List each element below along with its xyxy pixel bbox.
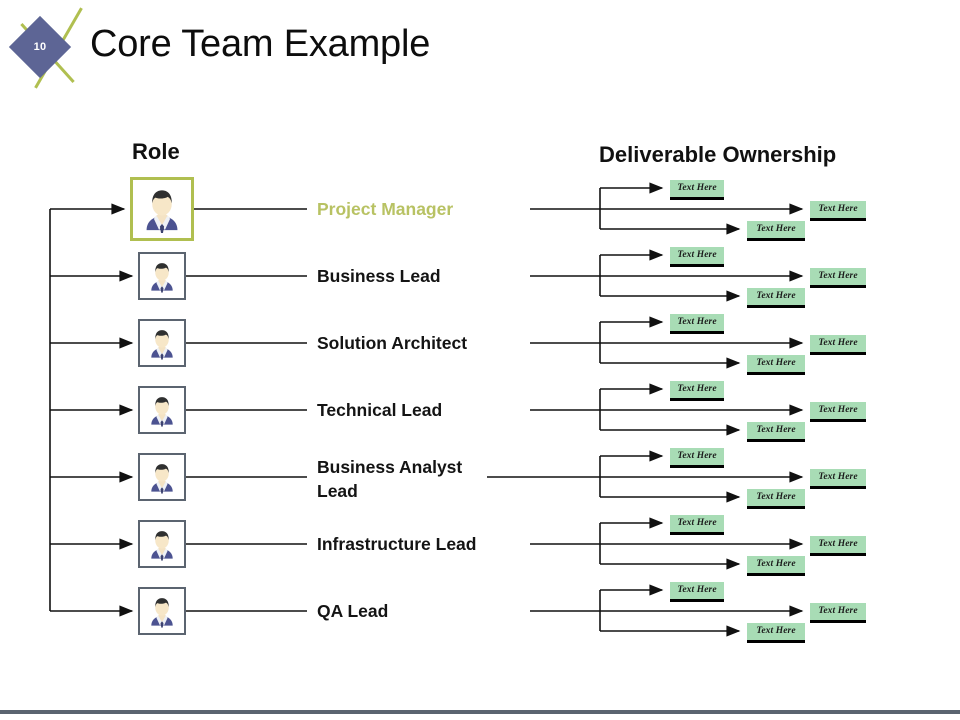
deliverable-chip[interactable]: Text Here <box>747 488 805 506</box>
deliverable-chip-underline <box>747 304 805 308</box>
deliverable-chip-underline <box>670 330 724 334</box>
person-avatar-box[interactable] <box>138 319 186 367</box>
deliverable-chip-underline <box>670 196 724 200</box>
deliverable-chip-underline <box>747 639 805 643</box>
deliverable-chip-underline <box>810 552 866 556</box>
role-label: Technical Lead <box>317 400 443 420</box>
deliverable-chip[interactable]: Text Here <box>810 401 866 419</box>
deliverable-chip-underline <box>747 371 805 375</box>
deliverable-chip-underline <box>747 572 805 576</box>
role-label: Project Manager <box>317 199 454 219</box>
person-icon <box>151 330 173 360</box>
deliverable-chip-underline <box>810 619 866 623</box>
deliverable-chip[interactable]: Text Here <box>810 535 866 553</box>
deliverable-chip-underline <box>810 351 866 355</box>
deliverable-chip[interactable]: Text Here <box>810 267 866 285</box>
deliverable-chip[interactable]: Text Here <box>670 246 724 264</box>
title-block: 10 Core Team Example <box>0 0 620 110</box>
person-avatar-box[interactable] <box>138 520 186 568</box>
person-avatar-box[interactable] <box>138 386 186 434</box>
person-avatar-box[interactable] <box>138 587 186 635</box>
deliverable-chip[interactable]: Text Here <box>747 421 805 439</box>
deliverable-chip-underline <box>810 217 866 221</box>
deliverable-chip[interactable]: Text Here <box>747 220 805 238</box>
deliverable-chip-underline <box>747 237 805 241</box>
deliverable-chip[interactable]: Text Here <box>747 622 805 640</box>
deliverable-chip-underline <box>670 598 724 602</box>
role-label: Solution Architect <box>317 333 468 353</box>
slide-number: 10 <box>33 41 47 53</box>
deliverable-chip[interactable]: Text Here <box>670 447 724 465</box>
role-label: QA Lead <box>317 601 389 621</box>
deliverable-chip[interactable]: Text Here <box>810 602 866 620</box>
deliverable-chip[interactable]: Text Here <box>670 313 724 331</box>
deliverable-chip-underline <box>747 438 805 442</box>
deliverable-chip[interactable]: Text Here <box>670 179 724 197</box>
deliverable-chip-underline <box>670 263 724 267</box>
deliverable-chip[interactable]: Text Here <box>670 380 724 398</box>
person-avatar-box[interactable] <box>138 252 186 300</box>
deliverable-chip-underline <box>670 531 724 535</box>
deliverable-chip-underline <box>670 397 724 401</box>
person-avatar-box[interactable] <box>130 177 194 241</box>
deliverable-chip[interactable]: Text Here <box>810 200 866 218</box>
deliverable-chip[interactable]: Text Here <box>810 468 866 486</box>
person-icon <box>151 464 173 494</box>
deliverable-chip-underline <box>810 485 866 489</box>
deliverable-chip-underline <box>810 284 866 288</box>
role-label: Business Analyst Lead <box>317 457 463 502</box>
deliverable-chip[interactable]: Text Here <box>810 334 866 352</box>
deliverable-chip[interactable]: Text Here <box>670 514 724 532</box>
deliverable-chip[interactable]: Text Here <box>747 555 805 573</box>
column-heading-deliverable-ownership: Deliverable Ownership <box>599 142 837 167</box>
role-label: Infrastructure Lead <box>317 534 477 554</box>
page-title: Core Team Example <box>90 23 431 65</box>
deliverable-chip-underline <box>810 418 866 422</box>
deliverable-chip[interactable]: Text Here <box>747 354 805 372</box>
deliverable-chip[interactable]: Text Here <box>747 287 805 305</box>
person-avatar-box[interactable] <box>138 453 186 501</box>
person-icon <box>146 190 178 233</box>
deliverable-chip-underline <box>747 505 805 509</box>
deliverable-chip-underline <box>670 464 724 468</box>
footer-bar <box>0 710 960 714</box>
person-icon <box>151 263 173 293</box>
person-icon <box>151 598 173 628</box>
column-heading-role: Role <box>132 139 180 164</box>
person-icon <box>151 397 173 427</box>
deliverable-chip[interactable]: Text Here <box>670 581 724 599</box>
person-icon <box>151 531 173 561</box>
role-label: Business Lead <box>317 266 441 286</box>
